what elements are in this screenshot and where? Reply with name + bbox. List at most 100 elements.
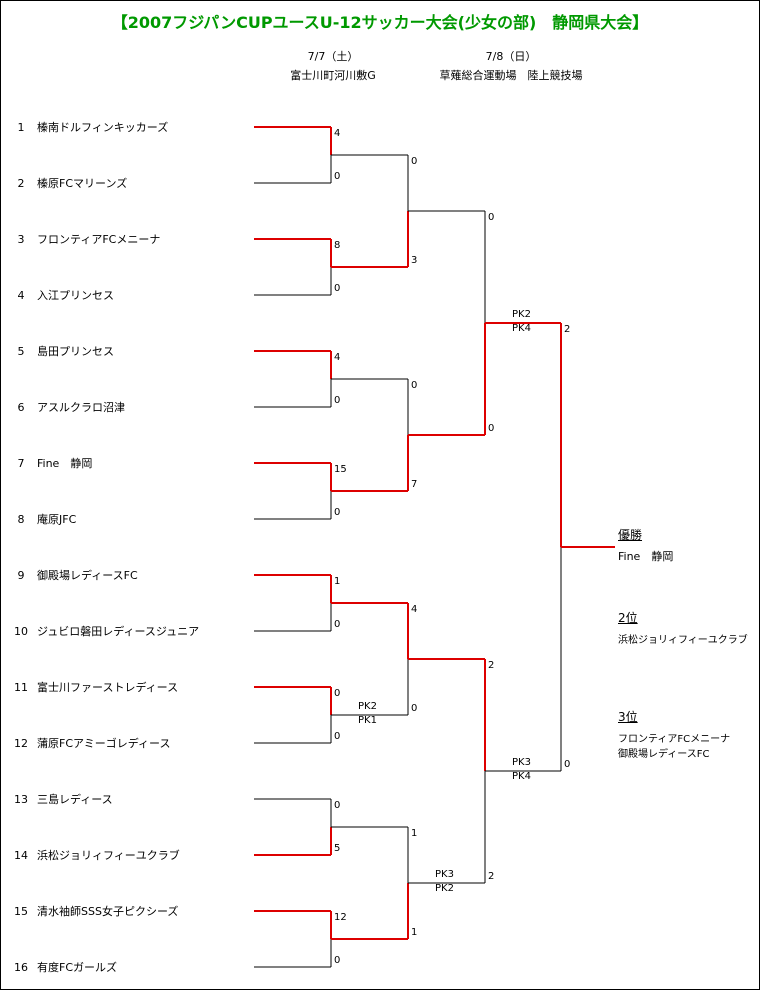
score-label: 2 [488,871,495,882]
team-number: 7 [17,457,25,470]
score-label: 0 [411,703,418,714]
pk-semifinal-bottom-b: PK4 [512,771,531,782]
second-team: 浜松ジョリィフィーユクラブ [618,635,748,646]
score-label: 4 [334,128,341,139]
pk-r1-b: PK1 [358,715,377,726]
champion-team: Fine 静岡 [618,550,674,563]
score-label: 0 [411,380,418,391]
team-row: 11 富士川ファーストレディース [11,679,178,695]
team-number: 13 [14,793,28,806]
team-number: 5 [17,345,25,358]
score-label: 0 [334,731,341,742]
team-name: アスルクラロ沼津 [37,401,125,414]
team-name: 三島レディース [37,793,113,806]
pk-semifinal-top-a: PK2 [512,309,531,320]
third-team-1: フロンティアFCメニーナ [618,734,731,745]
team-name: 御殿場レディースFC [37,569,138,582]
day1-date: 7/7（土） [307,50,359,63]
team-row: 1 榛南ドルフィンキッカーズ [11,119,169,135]
score-label: 0 [564,759,571,770]
team-name: ジュビロ磐田レディースジュニア [37,625,200,638]
second-label: 2位 [618,611,638,625]
score-label: 5 [334,843,341,854]
score-label: 0 [488,423,495,434]
team-row: 4 入江プリンセス [11,287,115,303]
score-label: 2 [488,660,495,671]
team-name: 庵原JFC [37,513,77,526]
team-row: 8 庵原JFC [11,511,77,527]
team-number: 2 [17,177,25,190]
team-row: 7 Fine 静岡 [11,455,93,471]
team-number: 9 [17,569,25,582]
team-row: 5 島田プリンセス [11,343,115,359]
team-number: 11 [14,681,28,694]
team-row: 3 フロンティアFCメニーナ [11,231,161,247]
team-name: 浜松ジョリィフィーユクラブ [37,849,180,862]
score-label: 0 [334,283,341,294]
team-name: 清水袖師SSS女子ピクシーズ [37,905,179,918]
day2-date: 7/8（日） [485,50,537,63]
team-number: 16 [14,961,28,974]
team-row: 10 ジュビロ磐田レディースジュニア [11,623,199,639]
team-name: 入江プリンセス [37,289,114,302]
score-label: 1 [411,927,418,938]
score-label: 1 [411,828,418,839]
score-label: 0 [488,212,495,223]
score-label: 0 [334,955,341,966]
score-label: 2 [564,324,571,335]
pk-r3-a: PK3 [435,869,454,880]
score-label: 3 [411,255,418,266]
team-name: 蒲原FCアミーゴレディース [37,737,171,750]
team-name: フロンティアFCメニーナ [37,233,161,246]
third-team-2: 御殿場レディースFC [618,749,710,760]
score-label: 0 [334,395,341,406]
team-number: 1 [17,121,25,134]
pk-semifinal-top-b: PK4 [512,323,531,334]
pk-r3-b: PK2 [435,883,454,894]
team-row: 15 清水袖師SSS女子ピクシーズ [11,903,178,919]
team-number: 8 [17,513,25,526]
score-label: 8 [334,240,341,251]
score-label: 4 [411,604,418,615]
score-label: 12 [334,912,347,923]
score-label: 0 [334,507,341,518]
score-label: 0 [334,688,341,699]
score-label: 15 [334,464,347,475]
day2-venue: 草薙総合運動場 陸上競技場 [439,69,583,82]
score-label: 0 [411,156,418,167]
team-name: 有度FCガールズ [37,961,118,974]
team-number: 14 [14,849,28,862]
team-row: 14 浜松ジョリィフィーユクラブ [11,847,180,863]
page-title: 【2007フジパンCUPユースU-12サッカー大会(少女の部) 静岡県大会】 [111,13,649,32]
champion-label: 優勝 [618,528,643,542]
team-name: 島田プリンセス [37,345,114,358]
team-number: 10 [14,625,28,638]
team-row: 12 蒲原FCアミーゴレディース [11,735,170,751]
team-number: 4 [17,289,25,302]
team-row: 9 御殿場レディースFC [11,567,138,583]
team-name: 富士川ファーストレディース [37,681,179,694]
pk-semifinal-bottom-a: PK3 [512,757,531,768]
team-number: 12 [14,737,28,750]
team-number: 15 [14,905,28,918]
team-number: 6 [17,401,25,414]
third-label: 3位 [618,710,638,724]
team-number: 3 [17,233,25,246]
score-label: 7 [411,479,418,490]
team-row: 2 榛原FCマリーンズ [11,175,128,191]
team-name: 榛原FCマリーンズ [37,177,128,190]
score-label: 4 [334,352,341,363]
score-label: 0 [334,619,341,630]
day1-venue: 富士川町河川敷G [290,69,376,82]
team-row: 6 アスルクラロ沼津 [11,399,126,415]
team-name: Fine 静岡 [37,457,93,470]
team-row: 13 三島レディース [11,791,113,807]
score-label: 0 [334,171,341,182]
score-label: 0 [334,800,341,811]
team-row: 16 有度FCガールズ [11,959,117,975]
score-label: 1 [334,576,341,587]
pk-r1-a: PK2 [358,701,377,712]
team-name: 榛南ドルフィンキッカーズ [37,121,169,134]
